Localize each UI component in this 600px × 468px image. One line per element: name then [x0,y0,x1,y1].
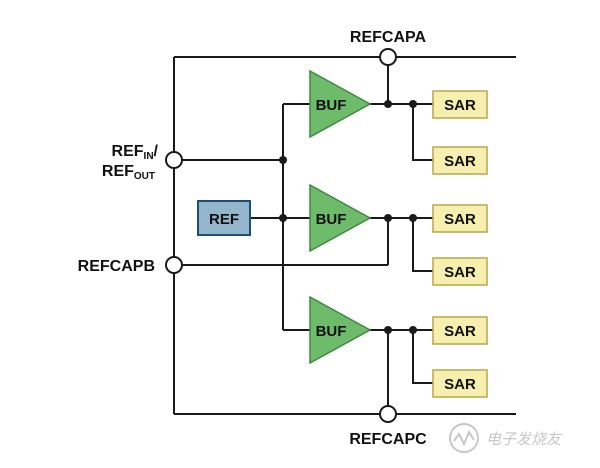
sar-box [432,369,488,398]
buffer-triangle [309,183,372,253]
buffer-label: BUF [316,211,347,228]
signal-wave-logo-icon [449,423,479,453]
refin-main: REF [112,143,144,160]
buffer-3: BUF [309,295,372,365]
sar-branch-3-wire [412,330,433,384]
refcapa-pin [379,48,397,66]
sar-block: SAR [432,257,488,286]
sar-block: SAR [432,90,488,119]
sar-label: SAR [444,264,476,281]
sar-block: SAR [432,316,488,345]
ref-block: REF [197,200,251,236]
buffer-triangle [309,69,372,139]
sar-block: SAR [432,204,488,233]
ref-box [197,200,251,236]
junction-dot [279,214,287,222]
sar-branch-2-wire [412,218,433,272]
junction-dot [279,156,287,164]
buffer-1: BUF [309,69,372,139]
sar-block: SAR [432,369,488,398]
refcapc-label: REFCAPC [349,431,427,448]
refin-slash: / [154,143,159,160]
refcapc-pin [379,405,397,423]
sar-block: SAR [432,146,488,175]
refcapb-label: REFCAPB [78,258,155,275]
junction-dots [279,100,417,334]
watermark: 电子发烧友 [449,423,563,453]
junction-dot [384,326,392,334]
junction-dot [409,100,417,108]
sar-branch-1-wire [412,104,433,161]
sar-label: SAR [444,323,476,340]
sar-label: SAR [444,211,476,228]
sar-label: SAR [444,376,476,393]
refout-label: REFOUT [102,163,155,182]
watermark-text: 电子发烧友 [486,430,563,448]
refout-subscript: OUT [134,171,155,182]
refin-label: REFIN/ [112,143,159,162]
sar-label: SAR [444,97,476,114]
junction-dot [384,100,392,108]
refcapa-label: REFCAPA [350,29,427,46]
buffer-label: BUF [316,323,347,340]
ref-label: REF [209,211,239,228]
sar-box [432,90,488,119]
sar-box [432,204,488,233]
sar-box [432,257,488,286]
refin-refout-pin [165,151,183,169]
buffer-triangle [309,295,372,365]
sar-label: SAR [444,153,476,170]
refin-subscript: IN [144,151,154,162]
sar-blocks: SAR SAR SAR SAR SAR SAR [432,90,488,398]
refout-main: REF [102,163,134,180]
sar-box [432,146,488,175]
refcapb-pin [165,256,183,274]
junction-dot [409,214,417,222]
buffer-label: BUF [316,97,347,114]
sar-box [432,316,488,345]
buffer-2: BUF [309,183,372,253]
junction-dot [409,326,417,334]
junction-dot [384,214,392,222]
pins [165,48,397,423]
